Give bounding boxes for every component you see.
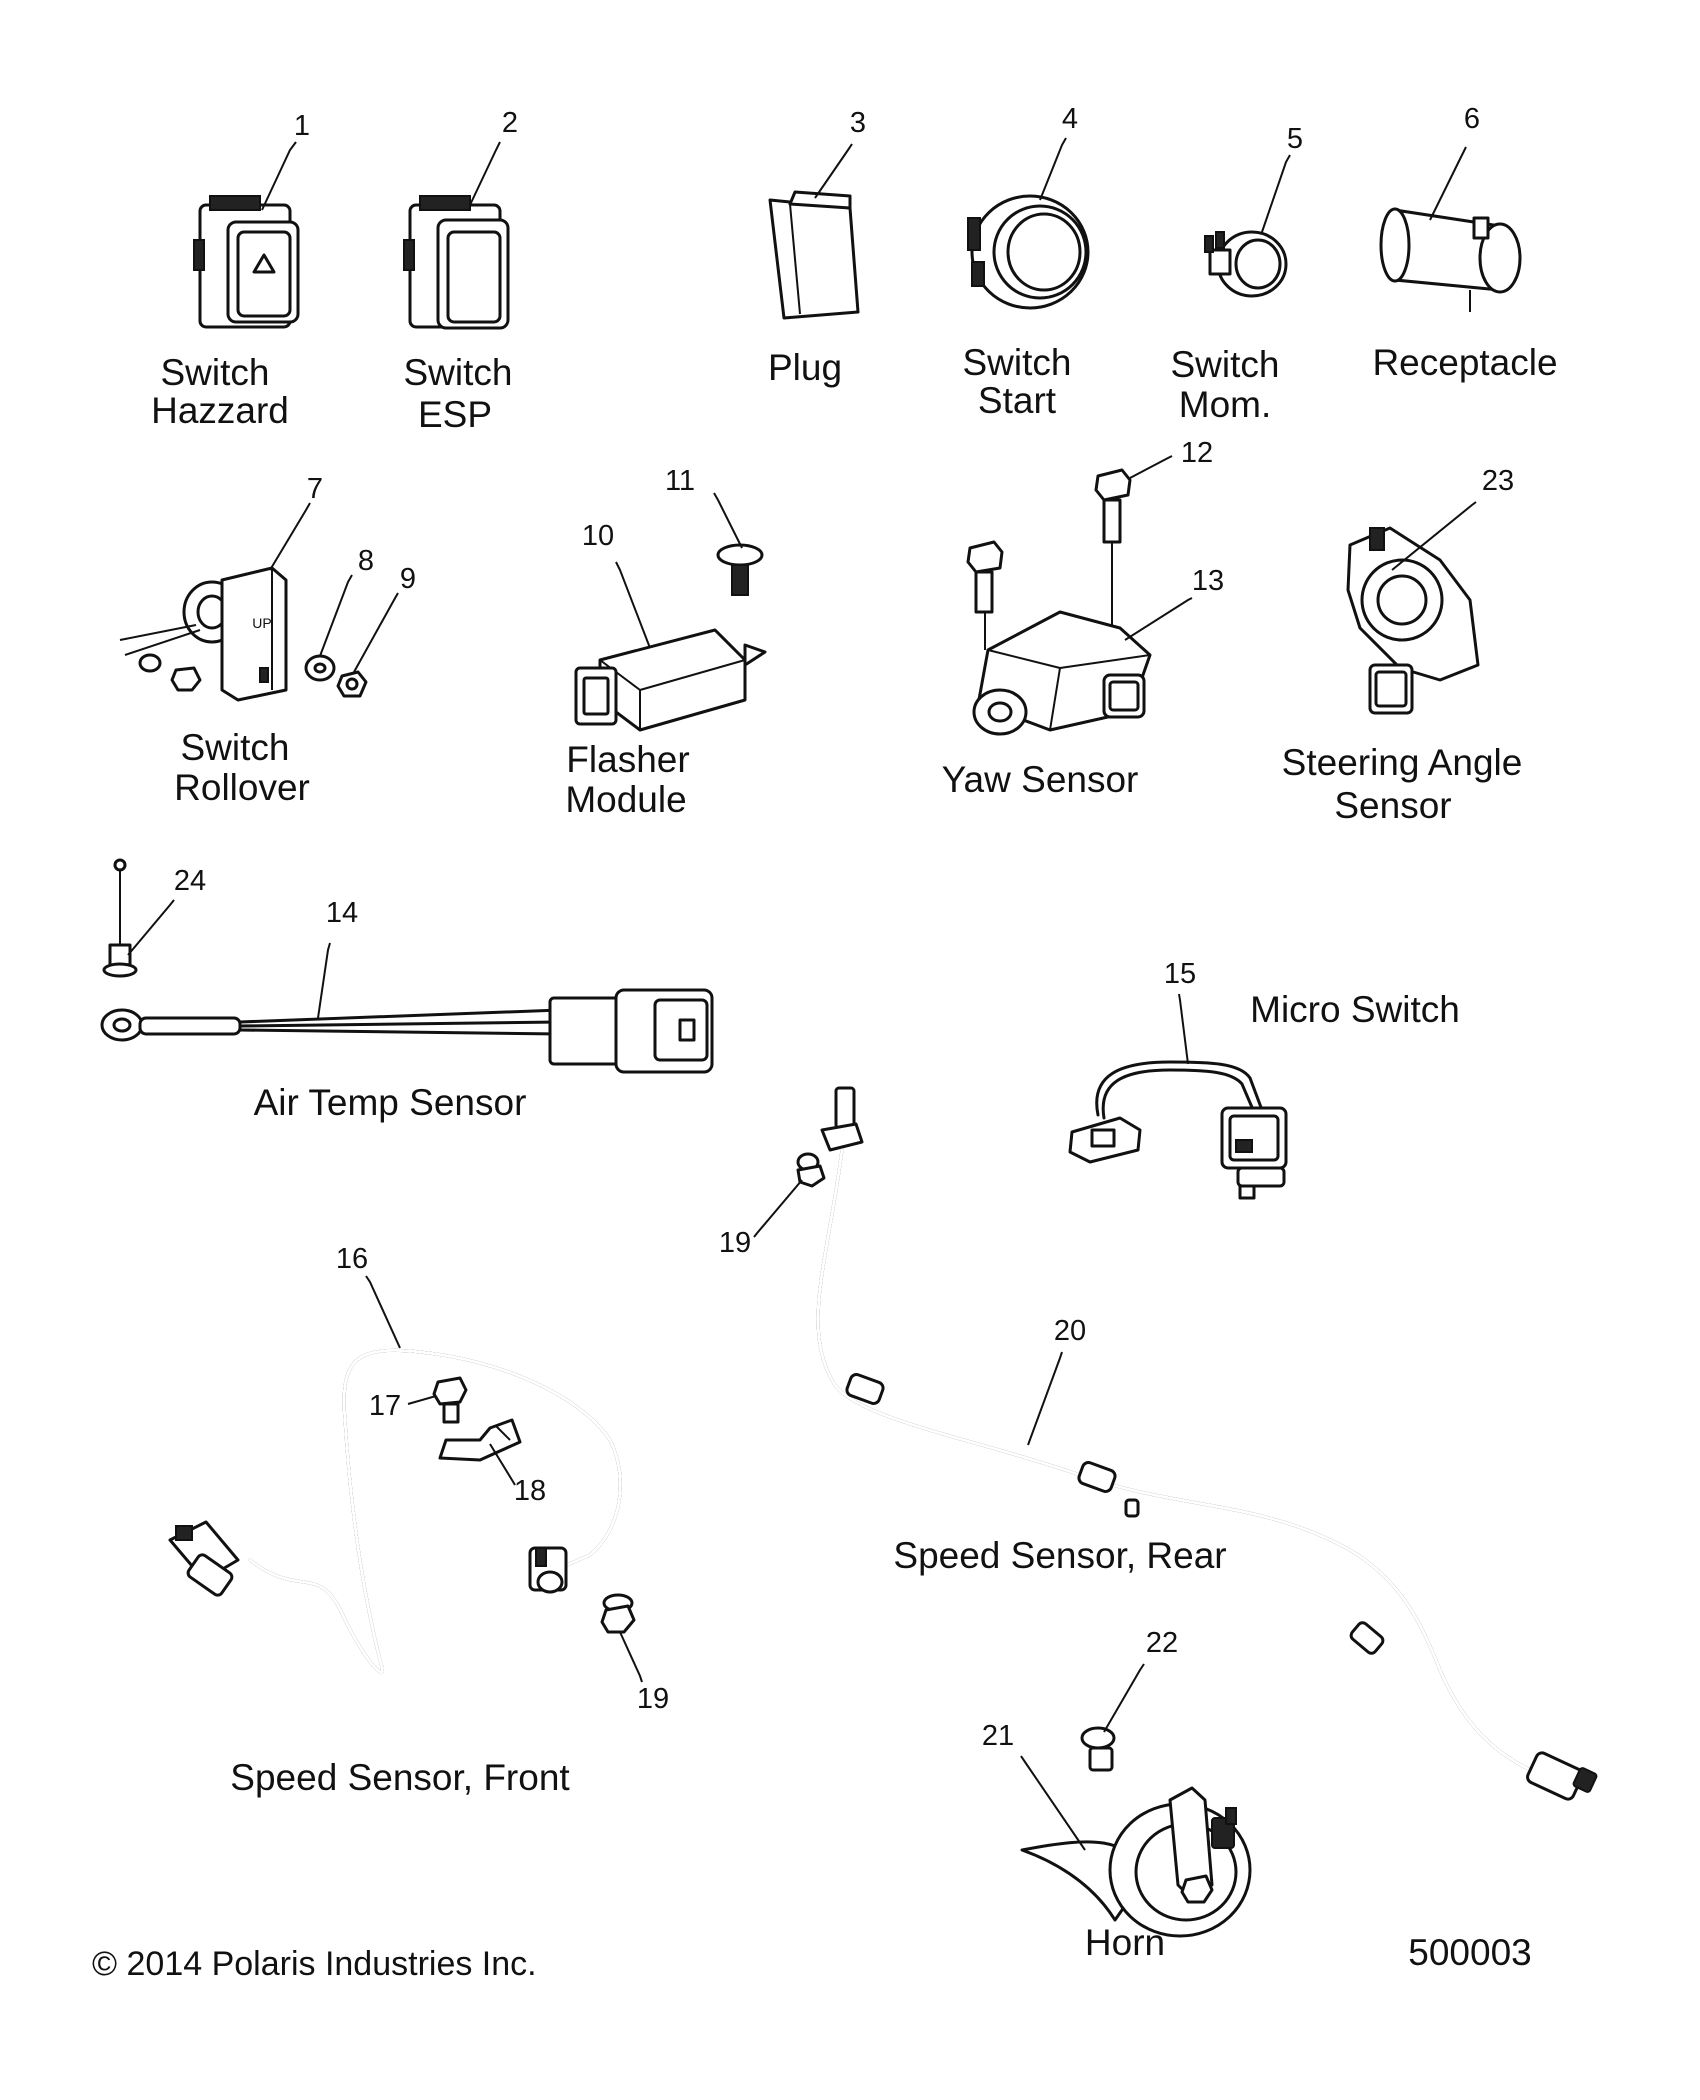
label-switch-start-1: Switch xyxy=(963,342,1072,383)
callout-20: 20 xyxy=(1054,1315,1086,1347)
label-switch-hazzard-1: Switch xyxy=(161,352,270,393)
steering-angle-sensor-part[interactable] xyxy=(1346,501,1480,715)
speed-sensor-rear-part[interactable] xyxy=(753,1086,1598,1801)
label-switch-esp-2: ESP xyxy=(418,394,492,435)
flasher-module-part[interactable] xyxy=(574,492,767,732)
label-switch-start-2: Start xyxy=(978,380,1057,421)
svg-text:UP: UP xyxy=(252,615,271,631)
label-switch-hazzard-2: Hazzard xyxy=(151,390,289,431)
callout-24: 24 xyxy=(174,865,206,897)
label-yaw-sensor: Yaw Sensor xyxy=(942,759,1139,800)
label-air-temp-sensor: Air Temp Sensor xyxy=(254,1082,527,1123)
receptacle-part[interactable] xyxy=(1379,146,1522,312)
callout-15: 15 xyxy=(1164,958,1196,990)
speed-sensor-front-part[interactable] xyxy=(168,1275,643,1683)
callout-4: 4 xyxy=(1062,103,1078,135)
callout-14: 14 xyxy=(326,897,358,929)
diagram-number: 500003 xyxy=(1408,1932,1531,1973)
label-switch-mom-2: Mom. xyxy=(1179,384,1272,425)
yaw-sensor-part[interactable] xyxy=(966,455,1193,736)
callout-10: 10 xyxy=(582,520,614,552)
callout-11: 11 xyxy=(665,465,695,497)
callout-21: 21 xyxy=(982,1720,1014,1752)
callout-9: 9 xyxy=(400,563,416,595)
horn-part[interactable] xyxy=(1020,1663,1252,1938)
air-temp-sensor-part[interactable] xyxy=(100,858,714,1074)
callout-13: 13 xyxy=(1192,565,1224,597)
callout-1: 1 xyxy=(294,110,310,142)
callout-19-front: 19 xyxy=(637,1683,669,1715)
callout-3: 3 xyxy=(850,107,866,139)
callout-18: 18 xyxy=(514,1475,546,1507)
switch-hazzard-part[interactable] xyxy=(193,141,300,329)
label-flasher-module-1: Flasher xyxy=(566,739,689,780)
label-speed-sensor-front: Speed Sensor, Front xyxy=(230,1757,570,1798)
label-flasher-module-2: Module xyxy=(565,779,686,820)
label-horn: Horn xyxy=(1085,1922,1165,1963)
callout-19-rear: 19 xyxy=(719,1227,751,1259)
label-steering-angle-sensor-1: Steering Angle xyxy=(1282,742,1523,783)
callout-6: 6 xyxy=(1464,103,1480,135)
label-switch-rollover-1: Switch xyxy=(181,727,290,768)
label-switch-esp-1: Switch xyxy=(404,352,513,393)
callout-23: 23 xyxy=(1482,465,1514,497)
callout-2: 2 xyxy=(502,107,518,139)
callout-5: 5 xyxy=(1287,123,1303,155)
callout-7: 7 xyxy=(307,473,323,505)
label-micro-switch: Micro Switch xyxy=(1250,989,1460,1030)
label-switch-rollover-2: Rollover xyxy=(174,767,310,808)
label-switch-mom-1: Switch xyxy=(1171,344,1280,385)
callout-12: 12 xyxy=(1181,437,1213,469)
label-steering-angle-sensor-2: Sensor xyxy=(1334,785,1451,826)
plug-part[interactable] xyxy=(768,143,860,320)
callout-22: 22 xyxy=(1146,1627,1178,1659)
callout-17: 17 xyxy=(369,1390,401,1422)
switch-start-part[interactable] xyxy=(967,137,1090,310)
switch-rollover-part[interactable]: UP xyxy=(119,502,399,702)
switch-esp-part[interactable] xyxy=(403,141,510,330)
label-speed-sensor-rear: Speed Sensor, Rear xyxy=(893,1535,1226,1576)
callout-8: 8 xyxy=(358,545,374,577)
callout-16: 16 xyxy=(336,1243,368,1275)
label-plug: Plug xyxy=(768,347,842,388)
label-receptacle: Receptacle xyxy=(1372,342,1557,383)
switch-mom-part[interactable] xyxy=(1204,154,1291,298)
copyright-notice: © 2014 Polaris Industries Inc. xyxy=(92,1945,537,1983)
micro-switch-part[interactable] xyxy=(1068,993,1288,1200)
